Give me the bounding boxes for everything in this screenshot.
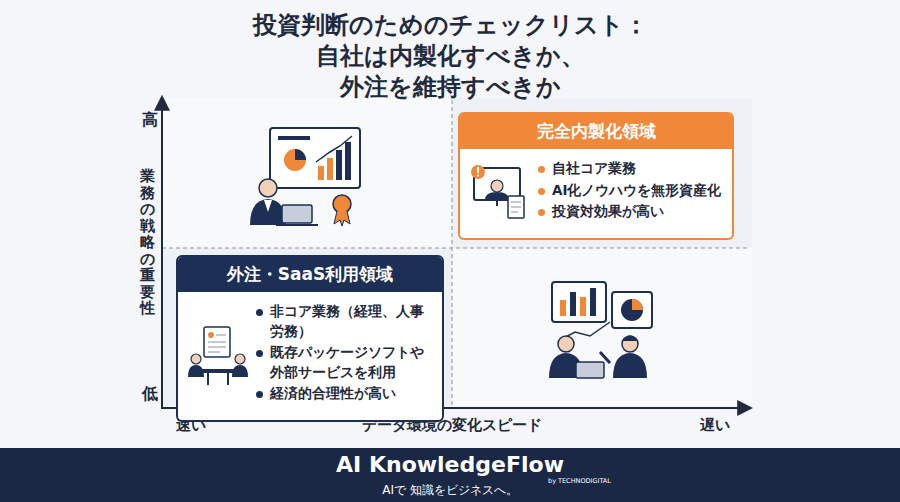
bullet-item: 投資対効果が高い xyxy=(538,202,724,222)
bullet-item: 非コア業務（経理、人事労務） xyxy=(256,302,434,341)
bullet-item: 既存パッケージソフトや外部サービスを利用 xyxy=(256,343,434,382)
bullet-item: 経済的合理性が高い xyxy=(256,384,434,404)
meeting-icon xyxy=(186,325,252,387)
axis-low: 低 xyxy=(142,384,158,405)
bullet-item: AI化ノウハウを無形資産化 xyxy=(538,181,724,201)
axis-title: 業務の戦略の重要性 xyxy=(140,168,155,317)
axis-high: 高 xyxy=(142,110,158,131)
title: 投資判断のためのチェックリスト： 自社は内製化すべきか、外注を維持すべきか xyxy=(215,10,685,104)
region-body: 自社コア業務AI化ノウハウを無形資産化投資対効果が高い xyxy=(460,149,732,238)
outsource-region-box: 外注・SaaS利用領域 非コア業務（経理、人事労務）既存パッケージソフトや外部サ… xyxy=(176,255,444,422)
region-heading: 外注・SaaS利用領域 xyxy=(178,257,442,292)
region-heading: 完全内製化領域 xyxy=(460,114,732,149)
bullet-item: 自社コア業務 xyxy=(538,159,724,179)
brand-sub: by TECHNODIGITAL xyxy=(548,477,611,485)
brand-tagline: AIで 知識をビジネスへ。 xyxy=(382,482,518,499)
insource-region-box: 完全内製化領域 自社コア業務AI化ノウハウを無形資産化投資対効果が高い xyxy=(458,112,734,240)
worker-icon xyxy=(468,162,530,224)
axis-slow: 遅い xyxy=(700,416,730,435)
brand-name: AI KnowledgeFlow xyxy=(336,452,564,477)
region-body: 非コア業務（経理、人事労務）既存パッケージソフトや外部サービスを利用経済的合理性… xyxy=(178,292,442,420)
